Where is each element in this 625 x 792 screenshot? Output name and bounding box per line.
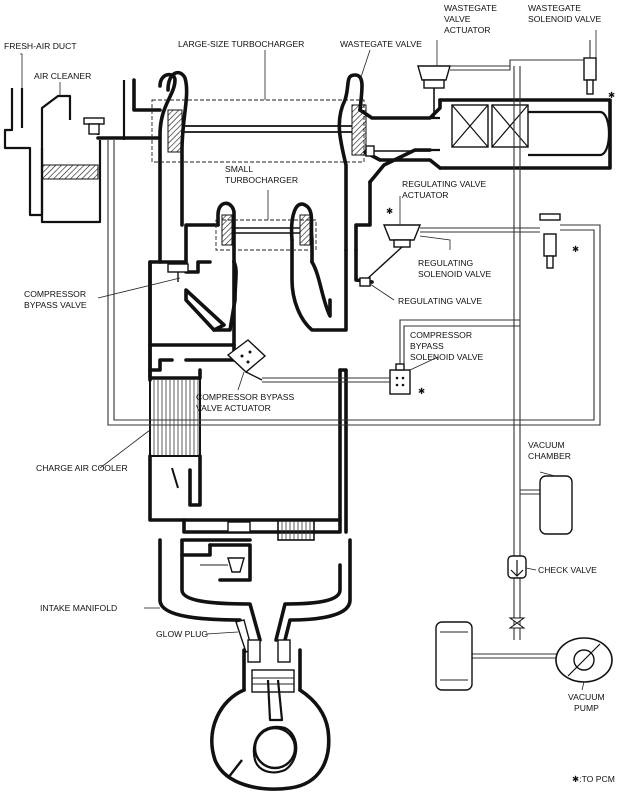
label-wastegate-actuator-2: VALVE bbox=[444, 14, 471, 24]
compressor-bypass-valve-actuator bbox=[226, 339, 267, 381]
label-wastegate-actuator-3: ACTUATOR bbox=[444, 25, 490, 35]
label-regulating-actuator-1: REGULATING VALVE bbox=[402, 179, 486, 189]
label-wastegate-solenoid-1: WASTEGATE bbox=[528, 3, 581, 13]
label-regulating-valve: REGULATING VALVE bbox=[398, 296, 482, 306]
egr-valve bbox=[200, 543, 252, 582]
restrictor-valve bbox=[508, 617, 526, 629]
leader-lines bbox=[20, 30, 597, 691]
intake-throttle bbox=[171, 467, 179, 489]
label-wastegate-valve: WASTEGATE VALVE bbox=[340, 39, 422, 49]
large-turbo-compressor-pipes bbox=[96, 70, 220, 382]
wastegate-solenoid-valve bbox=[583, 40, 597, 95]
label-regulating-solenoid-2: SOLENOID VALVE bbox=[418, 269, 491, 279]
wastegate-valve bbox=[365, 145, 430, 157]
air-cleaner bbox=[40, 80, 126, 224]
small-turbo-shaft bbox=[232, 227, 300, 234]
pcm-asterisk-regulating: ✱ bbox=[386, 206, 393, 216]
label-regulating-actuator-2: ACTUATOR bbox=[402, 190, 448, 200]
label-check-valve: CHECK VALVE bbox=[538, 565, 597, 575]
regulating-valve-actuator bbox=[365, 224, 422, 281]
exhaust-catalyst bbox=[430, 98, 612, 170]
label-intake-manifold: INTAKE MANIFOLD bbox=[40, 603, 117, 613]
label-vacuum-chamber-2: CHAMBER bbox=[528, 451, 571, 461]
intake-after-compressor bbox=[148, 343, 236, 372]
label-small-turbo-1: SMALL bbox=[225, 164, 253, 174]
label-glow-plug: GLOW PLUG bbox=[156, 629, 208, 639]
check-valve bbox=[507, 555, 527, 579]
intake-pipe-cooler-to-manifold bbox=[182, 368, 348, 541]
label-cb-actuator-1: COMPRESSOR BYPASS bbox=[196, 392, 294, 402]
label-large-turbocharger: LARGE-SIZE TURBOCHARGER bbox=[178, 39, 304, 49]
large-turbo-compressor-wheel bbox=[167, 109, 183, 153]
vacuum-lines bbox=[107, 59, 601, 659]
intake-manifold bbox=[158, 538, 352, 642]
charge-air-cooler bbox=[148, 368, 342, 522]
large-turbo-turbine-pipes bbox=[337, 73, 442, 252]
compressor-bypass-solenoid-valve bbox=[389, 363, 411, 395]
vacuum-pump bbox=[555, 637, 613, 683]
label-vacuum-pump-1: VACUUM bbox=[568, 692, 605, 702]
small-turbocharger-outline bbox=[215, 219, 317, 251]
large-turbo-turbine-wheel bbox=[351, 104, 367, 156]
engine-cylinder bbox=[242, 639, 302, 693]
regulating-valve bbox=[354, 248, 374, 287]
label-regulating-solenoid-1: REGULATING bbox=[418, 258, 474, 268]
vacuum-chamber bbox=[539, 475, 573, 535]
compressor-bypass-valve bbox=[148, 260, 236, 347]
label-vacuum-chamber-1: VACUUM bbox=[528, 440, 565, 450]
label-cb-solenoid-1: COMPRESSOR bbox=[410, 330, 472, 340]
label-vacuum-pump-2: PUMP bbox=[574, 703, 599, 713]
small-turbo-turbine bbox=[289, 202, 348, 332]
brake-booster bbox=[435, 621, 473, 691]
large-turbo-shaft bbox=[182, 125, 352, 133]
label-text: FRESH-AIR DUCT bbox=[4, 41, 77, 51]
label-compressor-bypass-valve-2: BYPASS VALVE bbox=[24, 300, 87, 310]
label-wastegate-actuator-1: WASTEGATE bbox=[444, 3, 497, 13]
label-cb-solenoid-3: SOLENOID VALVE bbox=[410, 352, 483, 362]
fresh-air-duct bbox=[3, 88, 44, 217]
wastegate-valve-actuator bbox=[417, 65, 451, 118]
label-fresh-air-duct: FRESH-AIR DUCT bbox=[4, 41, 77, 51]
label-wastegate-solenoid-2: SOLENOID VALVE bbox=[528, 14, 601, 24]
engine-crankcase bbox=[210, 679, 331, 791]
pcm-asterisk-regulating-solenoid: ✱ bbox=[572, 244, 579, 254]
label-air-cleaner: AIR CLEANER bbox=[34, 71, 91, 81]
label-pcm-note: ✱:TO PCM bbox=[572, 774, 615, 784]
pcm-asterisk-cb-solenoid: ✱ bbox=[418, 386, 425, 396]
pcm-asterisk-wastegate: ✱ bbox=[608, 90, 615, 100]
air-cleaner-sensor bbox=[83, 117, 105, 135]
label-charge-air-cooler: CHARGE AIR COOLER bbox=[36, 463, 128, 473]
label-small-turbo-2: TURBOCHARGER bbox=[225, 175, 298, 185]
label-cb-solenoid-2: BYPASS bbox=[410, 341, 444, 351]
label-cb-actuator-2: VALVE ACTUATOR bbox=[196, 403, 271, 413]
label-compressor-bypass-valve-1: COMPRESSOR bbox=[24, 289, 86, 299]
regulating-solenoid-valve bbox=[539, 213, 561, 269]
